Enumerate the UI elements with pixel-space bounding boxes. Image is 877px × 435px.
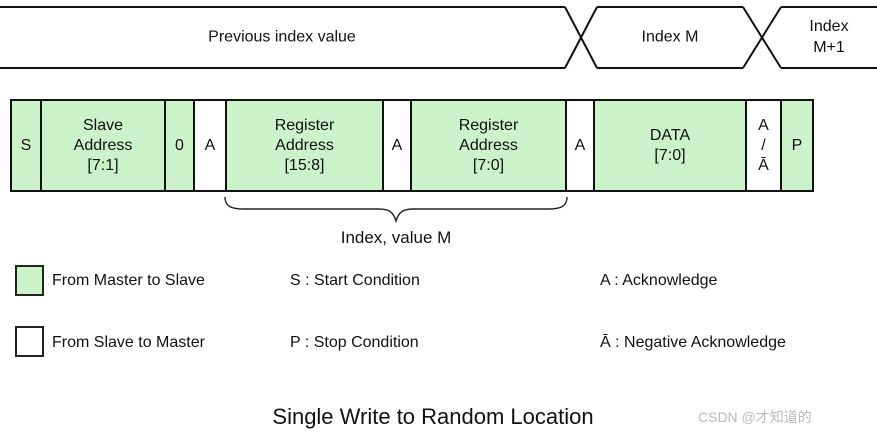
cell-ack-1: A — [193, 99, 227, 192]
legend-slave-label: From Slave to Master — [52, 334, 205, 351]
cell-register-address-low: Register Address [7:0] — [410, 99, 567, 192]
cell-slave-address: Slave Address [7:1] — [40, 99, 166, 192]
brace-label: Index, value M — [340, 228, 452, 247]
bus-segment-index-m: Index M — [641, 28, 699, 46]
diagram-title: Single Write to Random Location — [272, 404, 594, 429]
cell-ack-or-nack: A / Ā — [745, 99, 782, 192]
bus-segment-previous-index: Previous index value — [208, 28, 356, 46]
legend-ack-def: A : Acknowledge — [600, 272, 718, 289]
cell-ack-2: A — [382, 99, 412, 192]
i2c-frame-row: S Slave Address [7:1] 0 A Register Addre… — [10, 99, 814, 192]
legend-start-def: S : Start Condition — [290, 272, 420, 289]
cell-register-address-high: Register Address [15:8] — [225, 99, 384, 192]
bus-segment-index-m1: Index M+1 — [809, 18, 849, 56]
legend-stop-def: P : Stop Condition — [290, 334, 419, 351]
legend-swatch-master — [15, 265, 44, 296]
legend-nack-def: Ā : Negative Acknowledge — [600, 334, 786, 351]
cell-write-bit: 0 — [164, 99, 195, 192]
cell-ack-3: A — [565, 99, 595, 192]
index-brace — [224, 196, 568, 224]
cell-stop: P — [780, 99, 814, 192]
legend-swatch-slave — [15, 326, 44, 357]
legend-master-label: From Master to Slave — [52, 272, 205, 289]
watermark: CSDN @才知道的 — [698, 409, 812, 425]
cell-start: S — [10, 99, 42, 192]
index-bus-waveform — [0, 6, 877, 69]
cell-data: DATA [7:0] — [593, 99, 747, 192]
